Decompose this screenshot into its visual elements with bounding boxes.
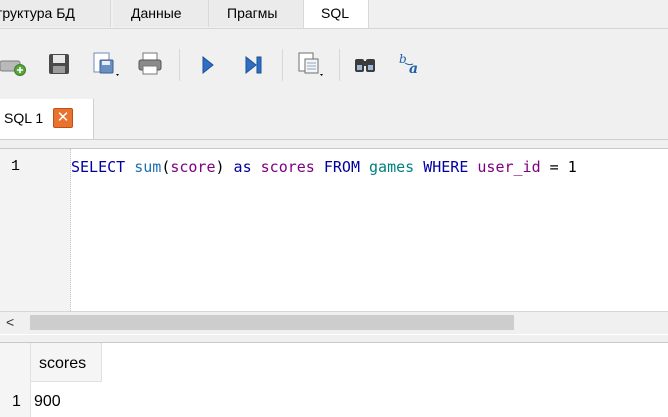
tab-sql-label: SQL xyxy=(321,5,350,21)
execute-icon xyxy=(202,55,214,75)
line-number: 1 xyxy=(11,158,21,175)
results-grid: scores 1 900 xyxy=(0,342,668,417)
keyword-from: FROM xyxy=(314,158,370,176)
new-tab-icon xyxy=(0,60,26,76)
row-header[interactable]: 1 xyxy=(0,381,31,417)
paren-open: ( xyxy=(161,158,171,176)
toolbar-separator xyxy=(282,49,283,81)
tab-sql[interactable]: SQL xyxy=(303,0,369,28)
number-literal: 1 xyxy=(567,158,577,176)
tab-structure-label: труктура БД xyxy=(0,5,75,21)
new-tab-button[interactable] xyxy=(0,51,28,79)
toolbar-separator xyxy=(339,49,340,81)
horizontal-scrollbar[interactable]: < xyxy=(0,311,668,334)
close-icon[interactable]: ✕ xyxy=(53,108,73,128)
editor-tab-label: SQL 1 xyxy=(4,110,44,126)
column-header-label: scores xyxy=(39,355,87,372)
grid-corner xyxy=(0,343,31,381)
keyword-where: WHERE xyxy=(414,158,478,176)
keyword-as: as xyxy=(224,158,261,176)
execute-button[interactable] xyxy=(194,51,222,79)
save-as-icon xyxy=(93,52,119,76)
operator-equals: = xyxy=(540,158,568,176)
print-button[interactable] xyxy=(137,51,165,79)
identifier-score: score xyxy=(170,158,216,176)
svg-text:b: b xyxy=(399,52,407,66)
svg-text:a: a xyxy=(409,61,418,77)
save-button[interactable] xyxy=(46,51,74,79)
line-number-gutter: 1 xyxy=(0,149,71,311)
paren-close: ) xyxy=(215,158,225,176)
print-icon xyxy=(138,52,162,75)
sql-code-line[interactable]: SELECT sum(score) as scores FROM games W… xyxy=(71,158,577,176)
table-games: games xyxy=(369,158,415,176)
result-cell-scores[interactable]: 900 xyxy=(34,393,61,410)
editor-tab-bar: SQL 1 ✕ xyxy=(0,99,668,140)
sql-editor[interactable]: 1 SELECT sum(score) as scores FROM games… xyxy=(0,148,668,335)
tab-pragmas-label: Прагмы xyxy=(227,5,278,21)
find-icon xyxy=(355,59,375,72)
code-space xyxy=(125,158,134,176)
identifier-scores: scores xyxy=(260,158,315,176)
tab-data-label: Данные xyxy=(131,5,182,21)
column-header-scores[interactable]: scores xyxy=(31,343,102,382)
execute-line-icon xyxy=(245,55,262,75)
replace-button[interactable]: b a xyxy=(397,51,425,79)
execute-line-button[interactable] xyxy=(240,51,268,79)
editor-tab-sql1[interactable]: SQL 1 ✕ xyxy=(0,99,94,139)
toolbar-separator xyxy=(179,49,180,81)
identifier-user-id: user_id xyxy=(477,158,541,176)
replace-icon: b a xyxy=(399,52,418,77)
row-number: 1 xyxy=(12,393,21,410)
find-button[interactable] xyxy=(352,51,380,79)
top-tab-bar: труктура БД Данные Прагмы SQL xyxy=(0,0,668,29)
export-icon xyxy=(298,52,323,76)
tab-structure[interactable]: труктура БД xyxy=(0,0,111,27)
scrollbar-thumb[interactable] xyxy=(30,315,514,330)
export-button[interactable] xyxy=(296,51,324,79)
save-icon xyxy=(49,54,69,74)
function-sum: sum xyxy=(134,158,162,176)
tab-pragmas[interactable]: Прагмы xyxy=(209,0,305,27)
scroll-left-arrow-icon[interactable]: < xyxy=(6,314,15,330)
keyword-select: SELECT xyxy=(71,158,126,176)
tab-data[interactable]: Данные xyxy=(113,0,209,27)
toolbar: b a xyxy=(0,29,668,99)
save-as-button[interactable] xyxy=(92,51,120,79)
